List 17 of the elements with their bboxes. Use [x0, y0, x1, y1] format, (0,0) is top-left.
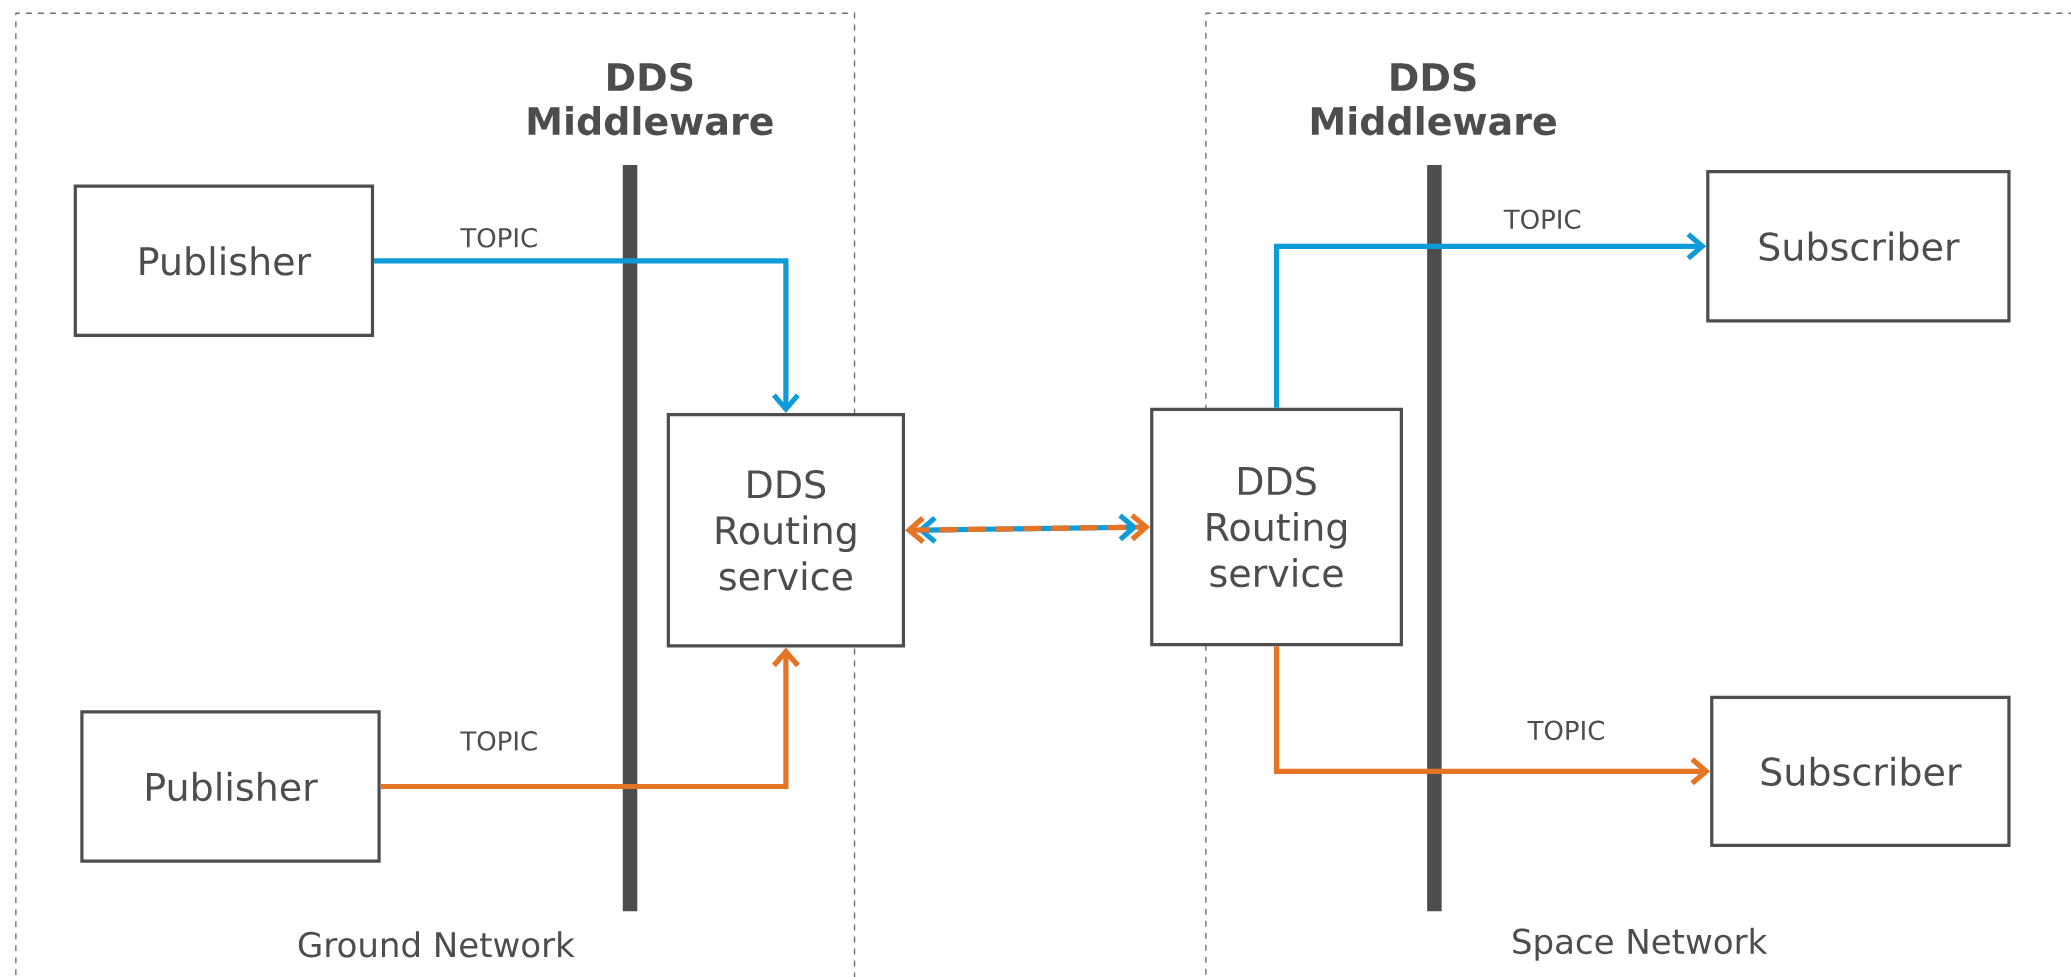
middleware-label: DDS Middleware: [528, 62, 773, 136]
edge-label: TOPIC: [460, 730, 537, 751]
process-box: Subscriber: [1710, 695, 2011, 847]
edge-label: TOPIC: [460, 227, 537, 248]
process-box: DDS Routing service: [1150, 407, 1403, 646]
middleware-label: DDS Middleware: [1311, 62, 1556, 136]
arrow: [1273, 232, 1707, 408]
arrow: [374, 258, 800, 413]
process-box: Publisher: [80, 710, 381, 863]
arrow: [380, 647, 800, 789]
process-box: Subscriber: [1706, 169, 2011, 323]
process-box: Publisher: [73, 184, 375, 337]
arrow: [905, 513, 1151, 544]
edge-label: TOPIC: [1503, 209, 1581, 229]
process-box: DDS Routing service: [666, 412, 906, 648]
arrow: [1273, 645, 1711, 786]
edge-label: TOPIC: [1527, 720, 1604, 741]
